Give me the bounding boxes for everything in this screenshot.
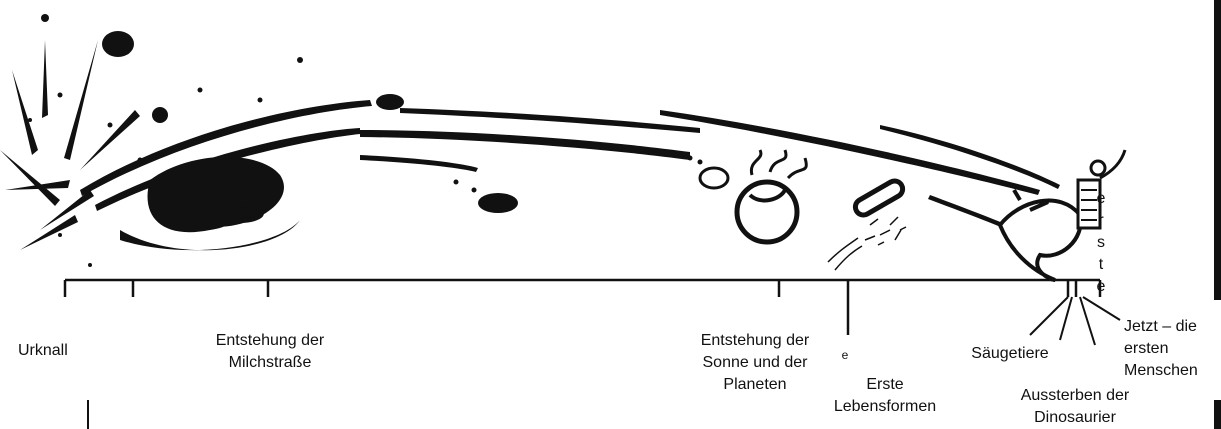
stray-char: e [841,348,849,362]
trajectory-streak [400,108,700,133]
trajectory-streak [360,155,478,172]
label-leben: Erste Lebensformen [833,376,937,415]
label-dinosaurier: Aussterben der Dinosaurier [1020,387,1130,426]
big-bang-explosion [0,40,140,250]
label-saeugetiere: Säugetiere [971,345,1049,362]
trajectory-streak [660,110,1040,195]
label-menschen: Jetzt – die ersten Menschen [1124,318,1198,379]
label-milchstrasse: Entstehung der Milchstraße [215,332,325,371]
trajectory-streak [95,128,360,211]
right-edge-border [1214,0,1221,300]
vertical-letter: e [1096,190,1106,207]
vertical-letter: t [1098,256,1104,273]
first-life-form [852,178,906,218]
trajectory-streak [880,125,1060,189]
label-urknall: Urknall [18,342,68,359]
vertical-letter: s [1097,234,1105,251]
sun-and-planets [734,179,800,245]
small-planet [698,166,730,190]
dinosaur-and-human [997,149,1127,282]
label-sonne: Entstehung der Sonne und der Planeten [700,332,810,393]
vertical-letter: r [1098,212,1104,229]
right-edge-border [1214,400,1221,429]
vertical-word: e r s t e [1094,188,1108,298]
timeline-axis [63,278,1121,429]
big-bang-blob [102,31,134,57]
milky-way-galaxy [120,156,300,251]
vertical-letter: e [1096,278,1106,295]
trajectory-streak [360,130,690,160]
